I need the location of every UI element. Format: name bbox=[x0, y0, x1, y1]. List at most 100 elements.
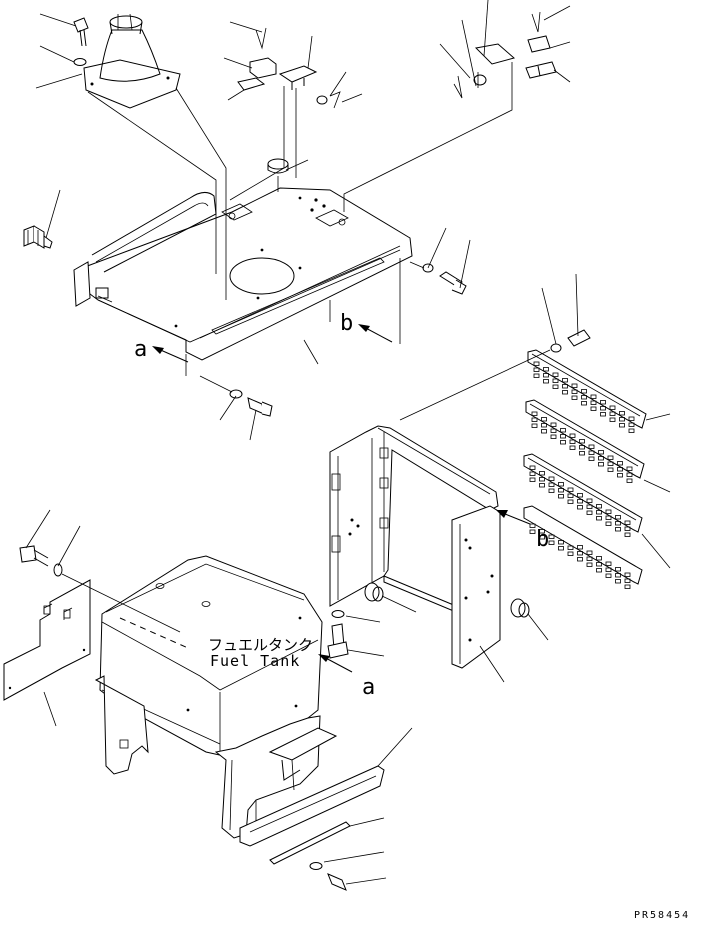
grille-slot bbox=[558, 494, 564, 499]
grille-slot bbox=[533, 373, 540, 378]
grille-slot bbox=[581, 389, 587, 394]
grille-slot bbox=[619, 423, 625, 428]
grille-slot bbox=[626, 478, 633, 483]
grille-slot bbox=[550, 434, 557, 439]
part-code-label: PR58454 bbox=[634, 910, 690, 921]
grille-slot bbox=[600, 406, 606, 411]
grille-slot bbox=[529, 529, 536, 534]
grille-slot bbox=[569, 439, 576, 444]
grille-slot bbox=[626, 466, 633, 471]
grille-slot bbox=[581, 401, 587, 406]
grille-slot bbox=[569, 445, 576, 450]
bolt-plate-right bbox=[409, 227, 471, 295]
fuel-tank-label-jp: フュエルタンク bbox=[208, 636, 313, 654]
lever-boot bbox=[35, 13, 227, 300]
rubber-mount-left bbox=[364, 582, 417, 613]
grille-slot bbox=[571, 383, 578, 388]
grille-slot bbox=[558, 540, 564, 545]
grille-slot bbox=[548, 476, 555, 481]
grille-slot bbox=[531, 417, 538, 422]
grille-slot bbox=[590, 406, 597, 411]
grille-slot bbox=[596, 516, 602, 521]
grille-slot bbox=[571, 389, 578, 394]
grille-slot bbox=[577, 499, 583, 504]
grille-slot bbox=[596, 556, 602, 561]
grille-slot bbox=[617, 473, 623, 478]
grille-slot bbox=[624, 532, 631, 537]
grille-slot bbox=[624, 572, 631, 577]
grille-slot bbox=[531, 423, 538, 428]
grille-slot bbox=[552, 384, 559, 389]
grille-slot bbox=[567, 551, 574, 556]
grille-slot bbox=[615, 521, 621, 526]
grille-slot bbox=[577, 545, 583, 550]
floor-plate bbox=[81, 187, 413, 361]
grille-slot bbox=[560, 434, 566, 439]
grille-slot bbox=[579, 445, 585, 450]
grille-slot bbox=[617, 461, 623, 466]
grille-slot bbox=[539, 535, 545, 540]
view-label-b-right: b bbox=[536, 527, 549, 552]
grille-slot bbox=[605, 573, 612, 578]
grille-slot bbox=[596, 510, 602, 515]
grille-slot bbox=[615, 515, 621, 520]
grille-slot bbox=[628, 428, 635, 433]
grille-slot bbox=[596, 562, 602, 567]
grille-slot bbox=[558, 488, 564, 493]
grille-slot bbox=[624, 526, 631, 531]
grille-slot bbox=[558, 482, 564, 487]
grille-slot bbox=[600, 412, 606, 417]
grille-slot bbox=[586, 550, 593, 555]
grille-slot bbox=[607, 467, 614, 472]
hinge-parts-right bbox=[343, 0, 571, 212]
front-panel bbox=[451, 505, 501, 669]
grille-slot bbox=[607, 455, 614, 460]
grille-slot bbox=[588, 450, 595, 455]
grille-slot bbox=[590, 394, 597, 399]
grille-slot bbox=[609, 417, 616, 422]
grille-slot bbox=[552, 372, 559, 377]
grille-slot bbox=[548, 482, 555, 487]
grille-slot bbox=[571, 395, 578, 400]
grille-slot bbox=[569, 433, 576, 438]
grille-slot bbox=[529, 477, 536, 482]
bolt-plate-bottom bbox=[199, 375, 273, 441]
grille-slot bbox=[615, 527, 621, 532]
plate-center-hole bbox=[229, 257, 295, 295]
grille-slot bbox=[550, 428, 557, 433]
fuel-tank bbox=[94, 555, 353, 839]
grille-slot bbox=[550, 422, 557, 427]
grille-slot bbox=[567, 545, 574, 550]
grille-slot bbox=[562, 378, 568, 383]
grille-panels bbox=[399, 273, 671, 589]
floor-plate-assembly bbox=[23, 158, 471, 441]
grille-slot bbox=[596, 504, 602, 509]
grille-slot bbox=[628, 416, 635, 421]
grille-slot bbox=[539, 471, 545, 476]
grille-slot bbox=[615, 579, 621, 584]
grille-slot bbox=[562, 384, 568, 389]
grille-slot bbox=[539, 477, 545, 482]
hinge-parts-center bbox=[223, 21, 363, 201]
left-side-cover bbox=[3, 509, 181, 727]
plate-handle bbox=[91, 192, 217, 273]
grommet bbox=[23, 225, 53, 249]
grille-slot bbox=[581, 395, 587, 400]
grille-slot bbox=[605, 567, 612, 572]
grille-slot bbox=[617, 467, 623, 472]
grille-slot bbox=[579, 439, 585, 444]
grille-slot bbox=[619, 417, 625, 422]
grille-slot bbox=[548, 540, 555, 545]
grille-slot bbox=[548, 488, 555, 493]
grille-slot bbox=[607, 461, 614, 466]
plate-left-bracket bbox=[73, 261, 91, 307]
grille-panel-1 bbox=[527, 349, 647, 433]
grille-slot bbox=[541, 423, 547, 428]
grille-panel-4 bbox=[523, 505, 643, 589]
grille-slot bbox=[586, 510, 593, 515]
grille-slot bbox=[598, 450, 604, 455]
grille-slot bbox=[541, 417, 547, 422]
side-frame bbox=[327, 425, 549, 683]
grille-slot bbox=[624, 584, 631, 589]
grille-slot bbox=[558, 546, 564, 551]
